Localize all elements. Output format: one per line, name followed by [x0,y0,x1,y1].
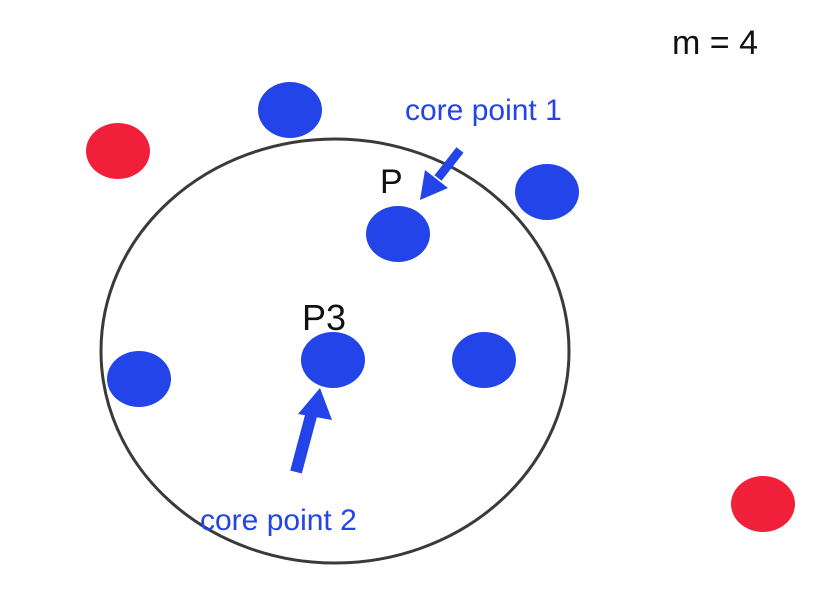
point-outside-right [515,164,579,220]
point-p-label: P [380,163,403,201]
eps-neighborhood-circle [99,137,571,565]
arrow-core-point-1 [420,147,464,200]
arrow-core-point-2 [290,388,332,474]
noise-point [731,476,795,532]
point-inside-right [452,332,516,388]
m-parameter-label: m = 4 [672,24,758,62]
point-inside-left [107,351,171,407]
point-p3 [301,332,365,388]
point-p [366,206,430,262]
noise-point [86,123,150,179]
core-point-1-label: core point 1 [405,94,562,127]
point-outside-top [258,82,322,138]
point-p3-label: P3 [302,297,346,338]
core-point-2-label: core point 2 [200,504,357,537]
